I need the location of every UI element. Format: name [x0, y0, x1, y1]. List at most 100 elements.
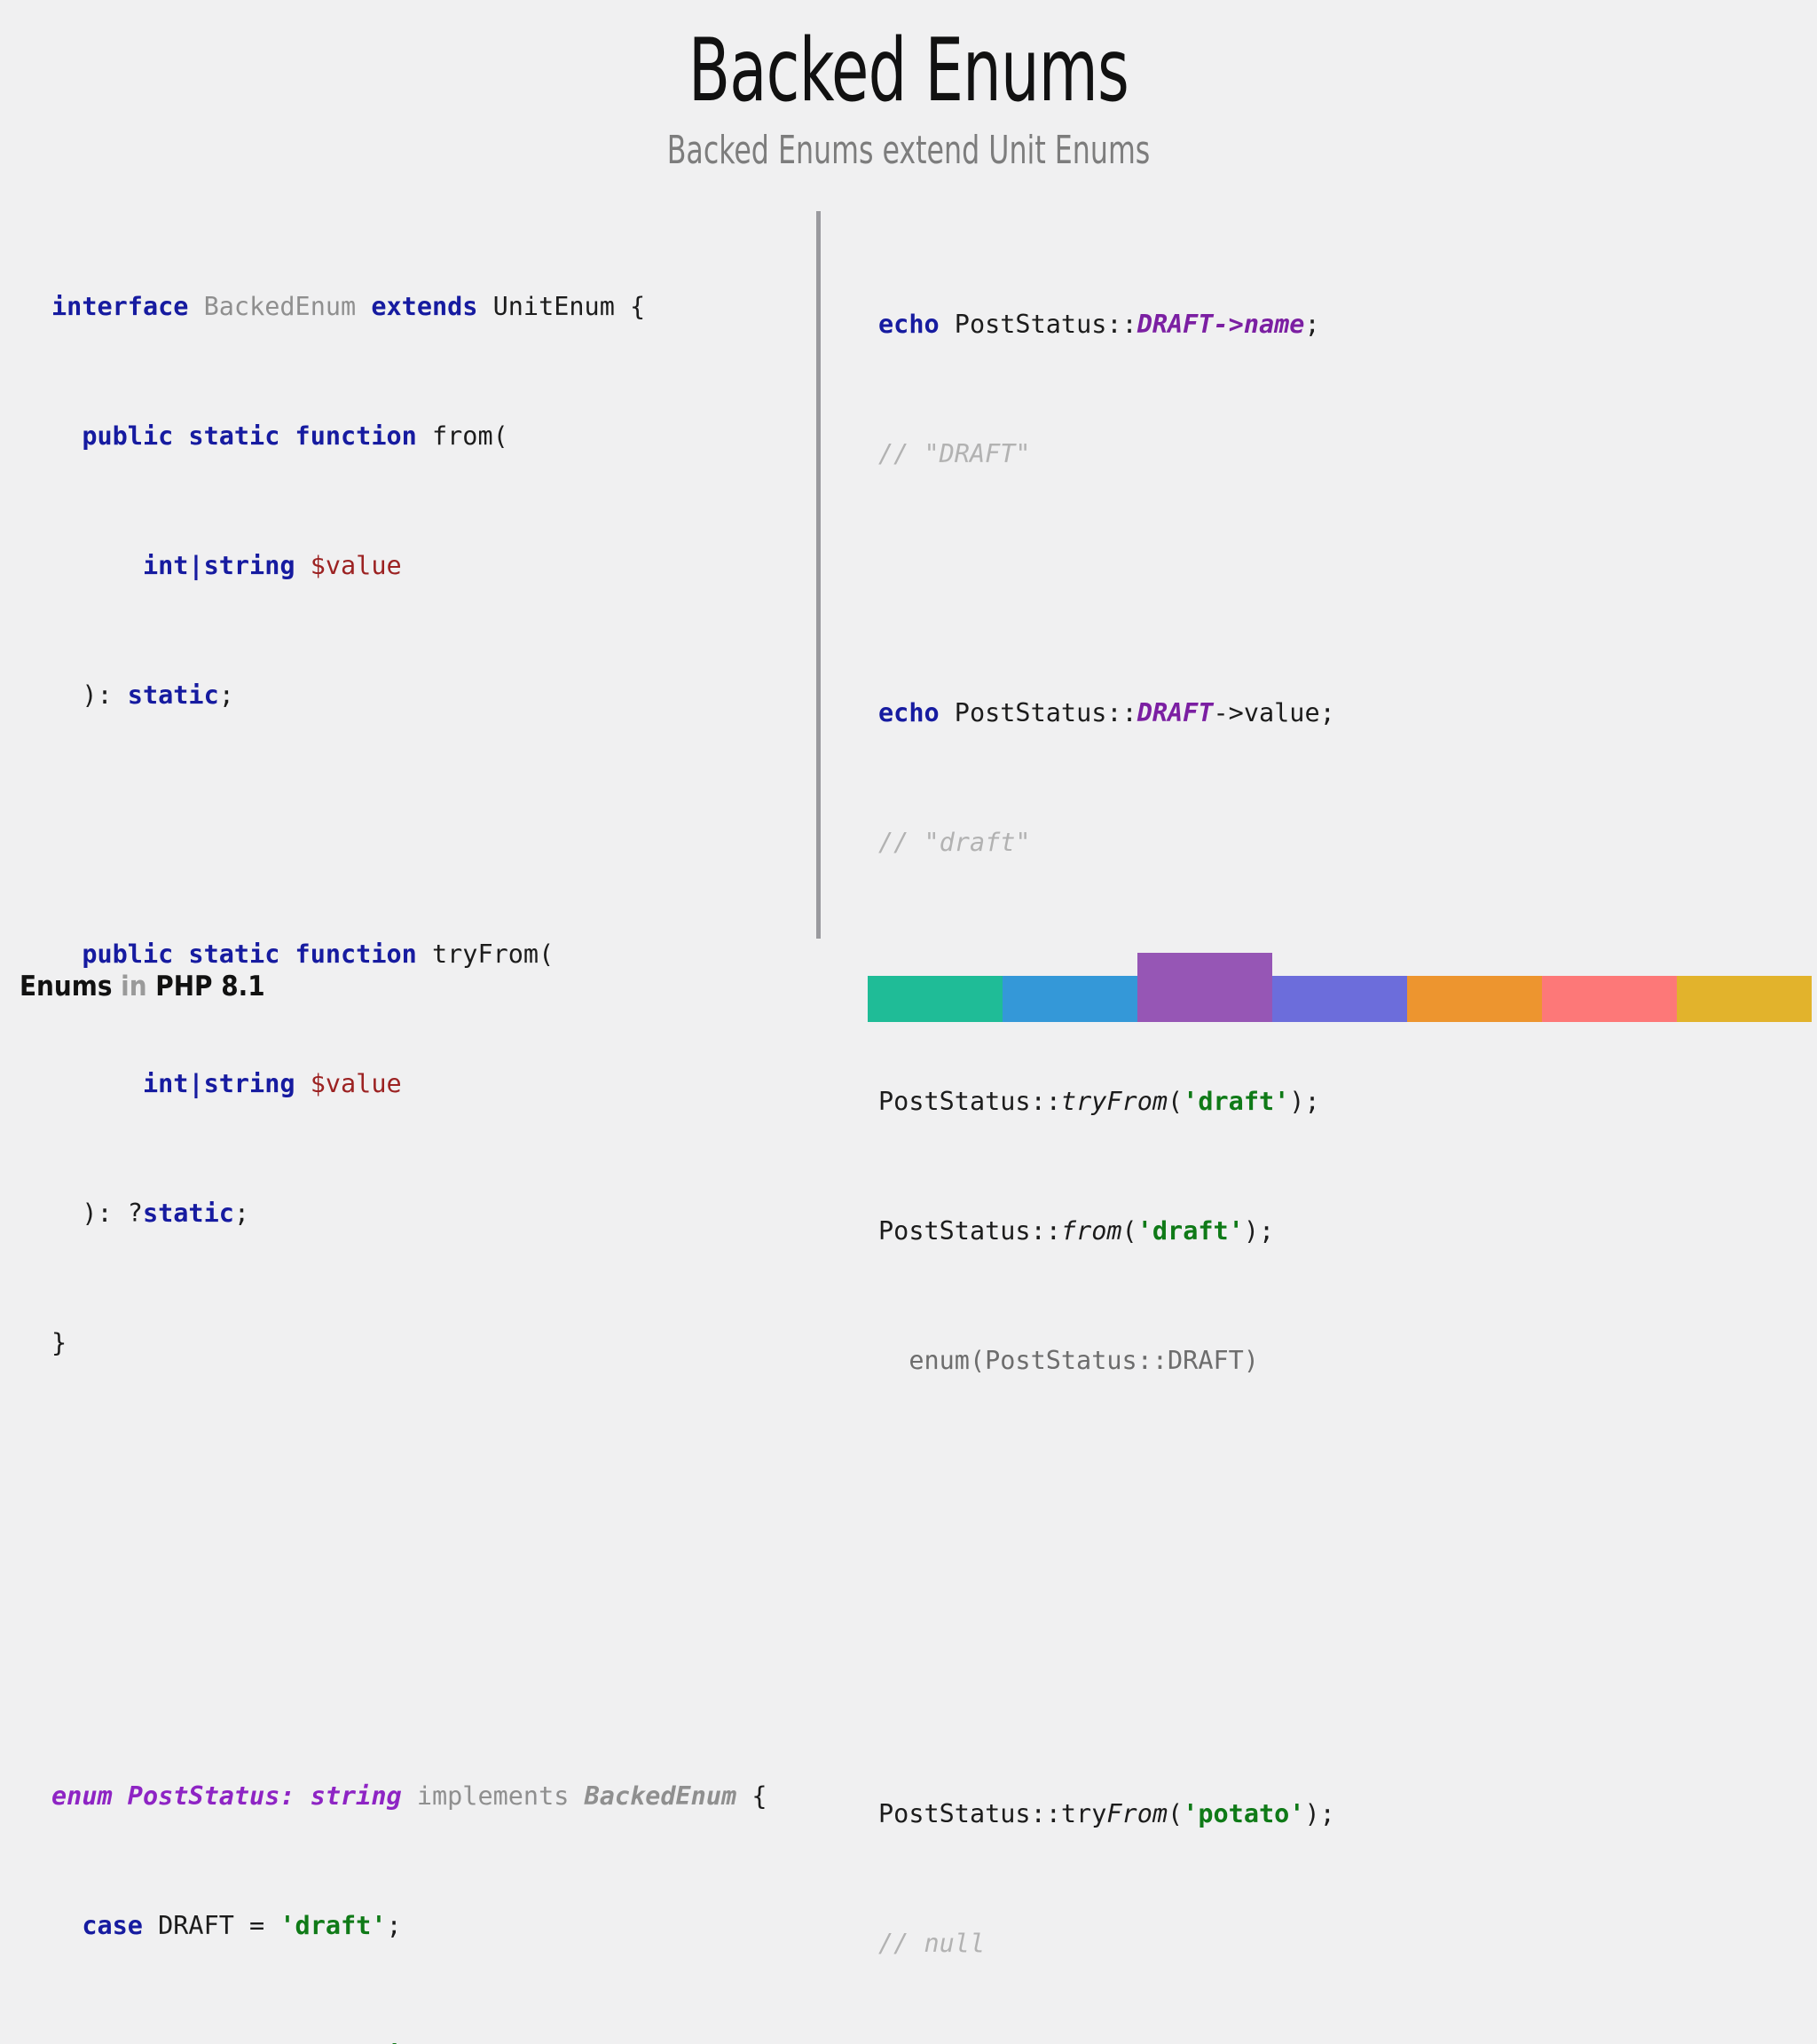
token-property-value: ->value	[1214, 698, 1320, 727]
token-comment: // "draft"	[878, 828, 1031, 857]
color-block-purple	[1137, 953, 1272, 1022]
token-method-tryfrom: tryFrom	[1061, 1087, 1168, 1116]
token-brace-close: }	[51, 1328, 67, 1357]
page-title: Backed Enums	[200, 25, 1616, 119]
token-type-backedenum: BackedEnum	[188, 292, 371, 321]
token-close-paren: ):	[51, 680, 128, 710]
token-keyword-echo: echo	[878, 698, 940, 727]
code-line-comment-draft-lower: // "draft"	[878, 827, 1576, 860]
token-paren-close: );	[1304, 1799, 1334, 1828]
token-semicolon: ;	[219, 680, 234, 710]
color-block-blue	[1003, 976, 1137, 1022]
code-blank-line	[878, 1571, 1576, 1604]
token-comment: // "DRAFT"	[878, 439, 1031, 468]
token-property-name: ->name	[1214, 310, 1305, 339]
token-string-value: 'pending'	[311, 2040, 447, 2044]
token-paren-close: );	[1289, 1087, 1319, 1116]
token-keyword-interface: interface	[51, 292, 188, 321]
token-type-backedenum: BackedEnum	[585, 1781, 737, 1811]
token-method-from: from	[1061, 1216, 1122, 1246]
token-keyword-static: static	[128, 680, 219, 710]
page-subtitle: Backed Enums extend Unit Enums	[182, 130, 1635, 172]
token-case-name: PENDING =	[143, 2040, 311, 2044]
color-block-teal	[868, 976, 1003, 1022]
code-blank-line	[878, 568, 1576, 601]
token-variable-value: $value	[295, 1069, 402, 1098]
code-line-comment-null: // null	[878, 1928, 1576, 1961]
footer-brand-middle: in	[112, 971, 155, 1002]
token-semicolon: ;	[234, 1199, 249, 1228]
code-line-from-return: ): static;	[51, 680, 767, 712]
code-blank-line	[51, 809, 767, 842]
code-line-echo-name: echo PostStatus::DRAFT->name;	[878, 309, 1576, 342]
token-class-poststatus: PostStatus::	[940, 698, 1137, 727]
code-line-from-param: int|string $value	[51, 550, 767, 583]
code-line-enum-declaration: enum PostStatus: string implements Backe…	[51, 1781, 767, 1813]
code-line-from-signature: public static function from(	[51, 421, 767, 453]
token-paren-open: (	[1122, 1216, 1137, 1246]
token-method-from-suffix: From	[1106, 1799, 1168, 1828]
code-line-interface-close: }	[51, 1327, 767, 1360]
code-line-interface: interface BackedEnum extends UnitEnum {	[51, 291, 767, 324]
color-block-yellow	[1677, 976, 1812, 1022]
token-enum-declaration: enum PostStatus: string	[51, 1781, 402, 1811]
token-comment: // null	[878, 1929, 985, 1958]
token-semicolon: ;	[447, 2040, 462, 2044]
code-line-case-pending: case PENDING = 'pending';	[51, 2040, 767, 2044]
token-paren-open: (	[1168, 1799, 1183, 1828]
token-result-enum-draft: enum(PostStatus::DRAFT)	[878, 1346, 1259, 1375]
code-line-tryfrom-return: ): ?static;	[51, 1198, 767, 1230]
code-blank-line	[878, 1474, 1576, 1507]
token-string-draft: 'draft'	[1137, 1216, 1244, 1246]
footer-brand: Enums in PHP 8.1	[20, 971, 265, 1002]
code-line-tryfrom-param: int|string $value	[51, 1068, 767, 1101]
token-keyword-extends: extends	[371, 292, 477, 321]
column-divider	[816, 211, 821, 939]
token-class-poststatus: PostStatus::try	[878, 1799, 1106, 1828]
footer-brand-suffix: PHP 8.1	[155, 971, 264, 1002]
token-string-value: 'draft'	[279, 1911, 386, 1940]
token-keyword-public-static-function: public static function	[51, 939, 417, 969]
token-method-from: from(	[417, 421, 508, 451]
code-line-from-draft: PostStatus::from('draft');	[878, 1215, 1576, 1248]
color-block-indigo	[1272, 976, 1407, 1022]
token-keyword-implements: implements	[402, 1781, 585, 1811]
token-brace-open: {	[736, 1781, 767, 1811]
token-variable-value: $value	[295, 551, 402, 580]
token-close-paren-nullable: ): ?	[51, 1199, 143, 1228]
code-line-echo-value: echo PostStatus::DRAFT->value;	[878, 697, 1576, 730]
code-blank-line	[878, 1669, 1576, 1702]
token-method-tryfrom: tryFrom(	[417, 939, 554, 969]
color-block-red	[1542, 976, 1677, 1022]
right-code-block: echo PostStatus::DRAFT->name; // "DRAFT"…	[878, 211, 1576, 2044]
code-line-case-draft: case DRAFT = 'draft';	[51, 1910, 767, 1943]
code-blank-line	[51, 1457, 767, 1490]
code-blank-line	[51, 1553, 767, 1586]
token-class-poststatus: PostStatus::	[878, 1216, 1061, 1246]
token-case-name: DRAFT =	[143, 1911, 279, 1940]
token-type-unitenum: UnitEnum {	[477, 292, 645, 321]
token-keyword-echo: echo	[878, 310, 940, 339]
footer-brand-primary: Enums	[20, 971, 112, 1002]
left-code-block: interface BackedEnum extends UnitEnum { …	[51, 193, 767, 2044]
token-string-draft: 'draft'	[1183, 1087, 1289, 1116]
token-paren-open: (	[1168, 1087, 1183, 1116]
token-enum-case-draft: DRAFT	[1137, 310, 1214, 339]
token-semicolon: ;	[1320, 698, 1335, 727]
code-line-tryfrom-signature: public static function tryFrom(	[51, 939, 767, 971]
token-enum-case-draft: DRAFT	[1137, 698, 1214, 727]
token-keyword-static: static	[143, 1199, 234, 1228]
token-paren-close: );	[1244, 1216, 1274, 1246]
color-block-orange	[1407, 976, 1542, 1022]
token-semicolon: ;	[1304, 310, 1319, 339]
token-string-potato: 'potato'	[1183, 1799, 1304, 1828]
code-blank-line	[51, 1651, 767, 1684]
code-line-tryfrom-potato: PostStatus::tryFrom('potato');	[878, 1798, 1576, 1831]
token-semicolon: ;	[387, 1911, 402, 1940]
token-keyword-public-static-function: public static function	[51, 421, 417, 451]
token-keyword-case: case	[51, 1911, 143, 1940]
decorative-color-bar	[868, 953, 1812, 1022]
token-type-int-string: int|string	[51, 551, 295, 580]
token-class-poststatus: PostStatus::	[940, 310, 1137, 339]
token-class-poststatus: PostStatus::	[878, 1087, 1061, 1116]
